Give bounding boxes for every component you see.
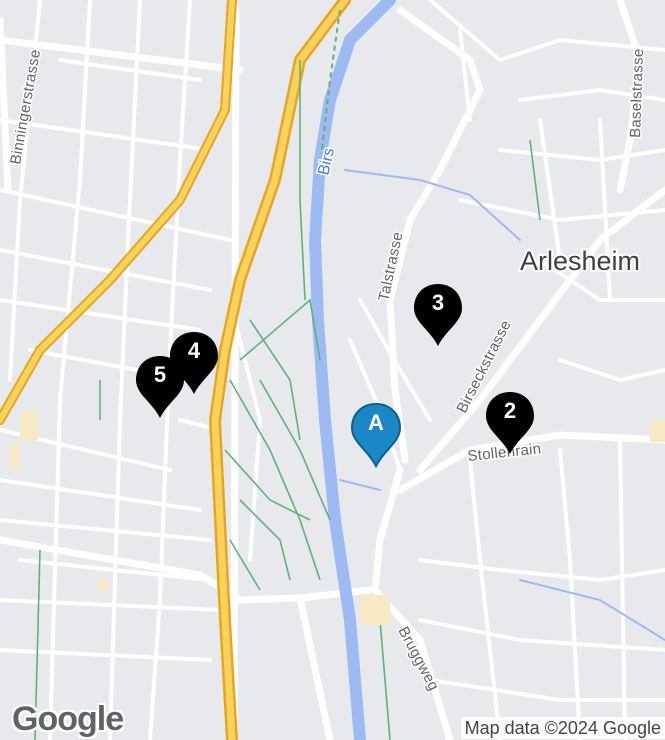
town-label-arlesheim: Arlesheim [520,246,640,276]
map-marker-5[interactable]: 5 [134,354,186,420]
motorway-central [208,0,351,740]
motorway-west [0,0,237,425]
river-footpath [321,9,341,151]
park-paths [34,60,541,740]
minor-streets [0,0,263,740]
map-marker-4[interactable]: 4 [168,330,220,396]
river-birs [308,0,665,740]
map-pin-icon [350,402,402,468]
map-marker-label: 5 [153,362,167,387]
map-marker-label: A [368,410,384,435]
google-logo[interactable]: Google [12,700,124,738]
map-marker-2[interactable]: 2 [484,390,536,456]
buildings [10,410,665,625]
map-pin-icon [136,356,184,418]
map-marker-label: 4 [187,338,201,363]
map-pin-icon [486,392,534,454]
map-pin-icon [414,284,462,346]
map-marker-label: 3 [431,290,445,315]
map-marker-a[interactable]: A [350,402,402,468]
east-streets [348,0,665,740]
map-pin-icon [170,332,218,394]
map-attribution[interactable]: Map data ©2024 Google [460,717,665,739]
street-label-baselstrasse: Baselstrasse [627,48,647,138]
west-main-roads [0,6,374,740]
map-marker-label: 2 [503,398,517,423]
map-marker-3[interactable]: 3 [412,282,464,348]
